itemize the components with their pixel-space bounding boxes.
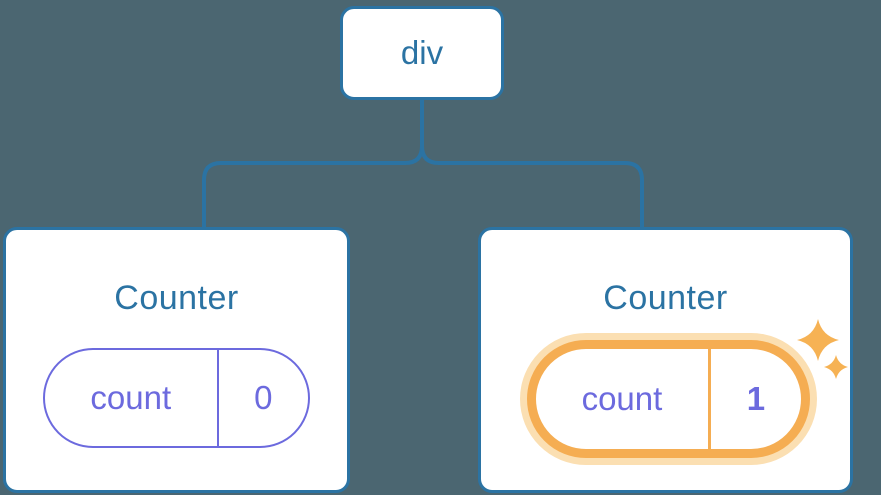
connector-left-branch <box>202 100 424 227</box>
counter-card-left: Counter count 0 <box>3 227 350 493</box>
counter-title: Counter <box>114 279 239 317</box>
state-pill-highlighted: count 1 <box>527 340 810 458</box>
state-pill: count 0 <box>43 348 310 448</box>
counter-title: Counter <box>603 279 728 317</box>
state-key-label: count <box>536 349 711 449</box>
connector-right-branch <box>420 100 644 227</box>
tree-root-node: div <box>340 6 504 100</box>
state-key-label: count <box>45 350 219 446</box>
counter-card-right: Counter count 1 <box>478 227 853 493</box>
state-value: 1 <box>746 380 766 417</box>
state-value: 0 <box>254 379 273 416</box>
root-node-label: div <box>400 34 444 71</box>
